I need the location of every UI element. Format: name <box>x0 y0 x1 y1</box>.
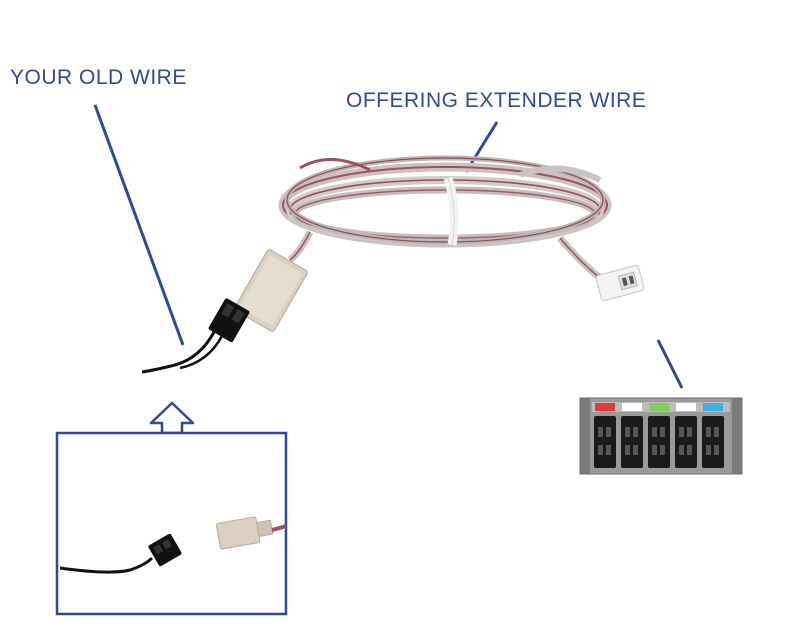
panel-port-pin <box>598 445 603 455</box>
panel-port-3 <box>648 403 670 468</box>
panel-port-socket <box>621 416 643 468</box>
extender-wire-coil <box>278 155 612 248</box>
panel-port-socket <box>594 416 616 468</box>
panel-port-pin <box>706 445 711 455</box>
panel-port-pin <box>625 445 630 455</box>
beige-extender-connector <box>234 249 308 332</box>
panel-port-pin <box>706 427 711 437</box>
old-black-wire <box>141 331 216 374</box>
panel-port-pin <box>625 427 630 437</box>
panel-port-color-tag <box>622 403 642 411</box>
panel-port-4 <box>675 403 697 468</box>
panel-port-socket <box>702 416 724 468</box>
panel-port-color-tag <box>676 403 696 411</box>
panel-port-pin <box>660 427 665 437</box>
panel-port-pin <box>714 445 719 455</box>
panel-port-pin <box>652 445 657 455</box>
panel-port-pin <box>633 445 638 455</box>
panel-port-pin <box>679 445 684 455</box>
panel-port-1 <box>594 403 616 468</box>
panel-port-pin <box>660 445 665 455</box>
panel-port-pin <box>633 427 638 437</box>
panel-port-color-tag <box>703 403 723 411</box>
panel-port-pin <box>679 427 684 437</box>
panel-port-pin <box>606 445 611 455</box>
panel-port-pin <box>687 445 692 455</box>
up-arrow-icon <box>149 401 195 435</box>
panel-port-2 <box>621 403 643 468</box>
white-extender-connector <box>595 264 645 302</box>
panel-port-pin <box>606 427 611 437</box>
panel-ports <box>594 403 724 468</box>
panel-port-pin <box>714 427 719 437</box>
panel-port-pin <box>687 427 692 437</box>
panel-port-pin <box>598 427 603 437</box>
panel-pointer-line <box>656 339 684 389</box>
old-wire-pointer-line <box>93 104 185 346</box>
panel-port-5 <box>702 403 724 468</box>
black-old-wire-connector <box>208 298 250 343</box>
panel-port-color-tag <box>595 403 615 411</box>
your-old-wire-label: YOUR OLD WIRE <box>10 66 187 89</box>
panel-port-socket <box>648 416 670 468</box>
panel-port-color-tag <box>649 403 669 411</box>
cable-tie <box>443 176 459 246</box>
offering-extender-wire-label: OFFERING EXTENDER WIRE <box>346 89 647 112</box>
detail-inset-box <box>55 431 288 616</box>
panel-port-socket <box>675 416 697 468</box>
panel-port-pin <box>652 427 657 437</box>
